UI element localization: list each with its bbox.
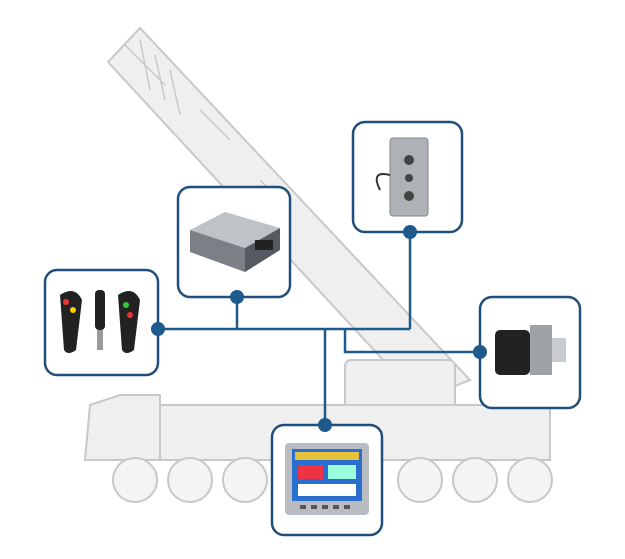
joysticks-dot — [151, 322, 165, 336]
load-cell-icon — [375, 137, 429, 217]
truck-cab — [83, 394, 161, 461]
pressure-sensor-dot — [473, 345, 487, 359]
connection-dots — [151, 225, 487, 432]
display-dot — [318, 418, 332, 432]
truck-wheels — [112, 457, 553, 503]
display-icon — [285, 443, 369, 515]
load-pin-dot — [403, 225, 417, 239]
control-unit-dot — [230, 290, 244, 304]
pressure-sensor-icon — [495, 325, 566, 375]
ecu-icon — [190, 212, 280, 272]
connection-lines — [158, 232, 480, 425]
joystick-icon — [60, 290, 140, 353]
